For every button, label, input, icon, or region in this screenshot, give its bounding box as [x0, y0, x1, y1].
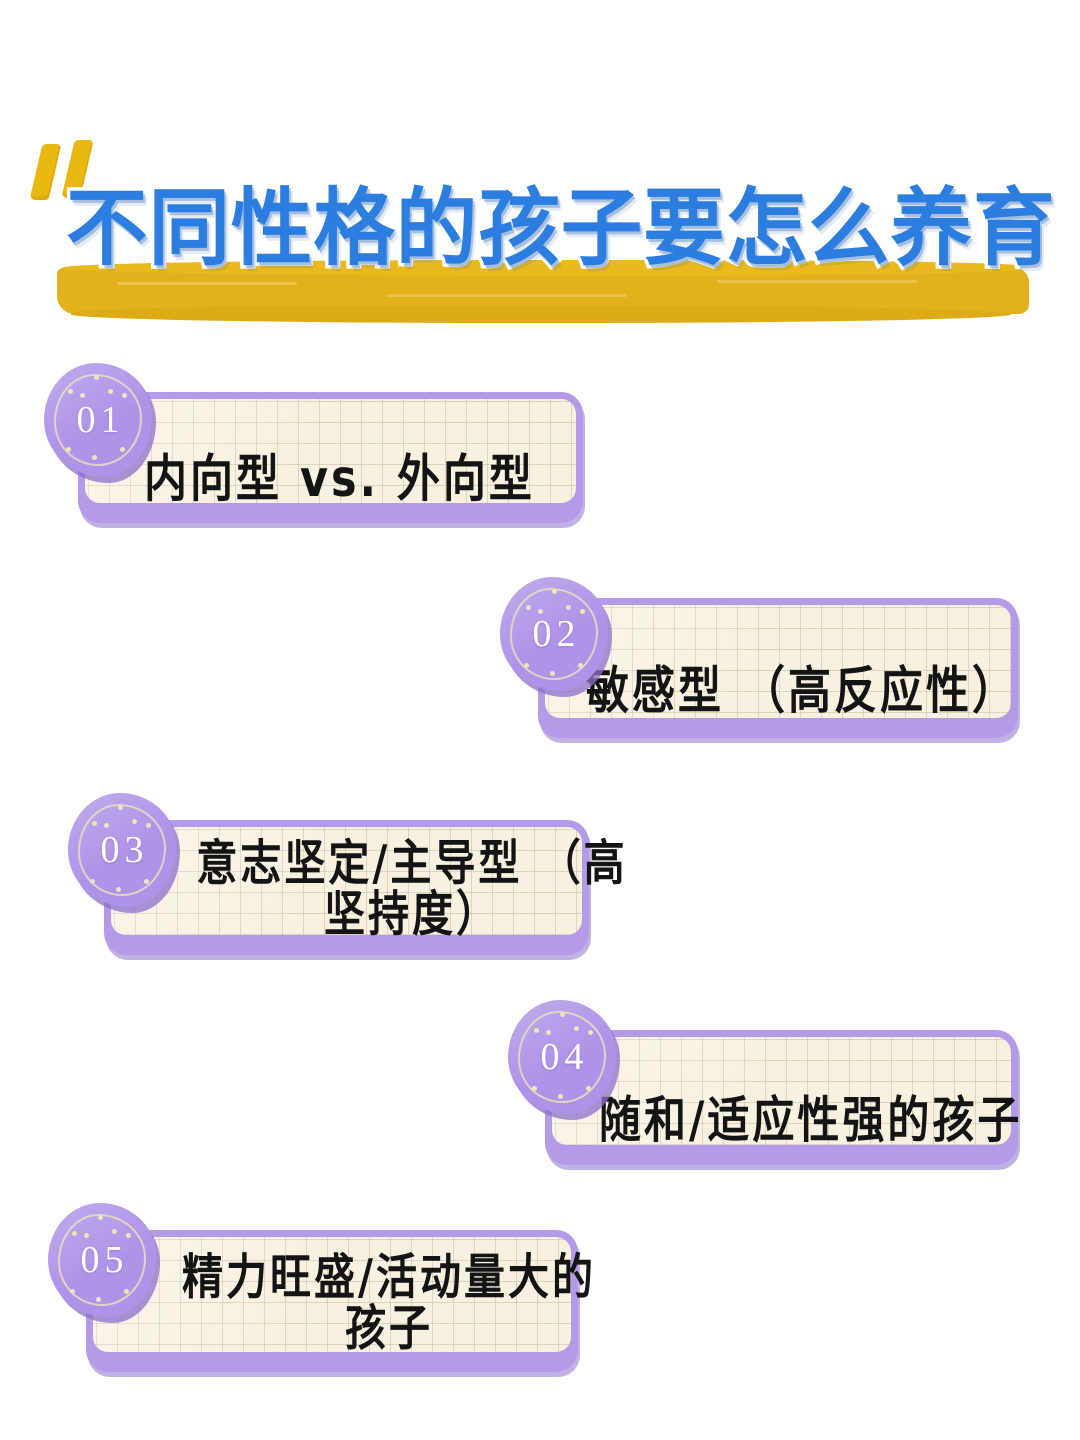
topic-badge-05-number: 05 [80, 1239, 129, 1281]
topic-badge-05: 05 [48, 1203, 156, 1317]
topic-card-04[interactable]: 随和/适应性强的孩子 [545, 1030, 1019, 1165]
topic-badge-04: 04 [508, 1000, 616, 1114]
card-grid-paper [85, 399, 576, 503]
page-title: 不同性格的孩子要怎么养育 [63, 176, 1058, 281]
topic-card-02-label: 敏感型 （高反应性） [586, 662, 1018, 722]
topic-card-03[interactable]: 意志坚定/主导型 （高 坚持度） [104, 820, 625, 955]
title-highlight-bar [57, 260, 1029, 323]
topic-badge-03: 03 [68, 793, 176, 907]
topic-badge-02-number: 02 [532, 613, 581, 655]
topic-card-01-label: 内向型 vs. 外向型 [144, 450, 535, 510]
card-grid-paper [545, 605, 1011, 718]
topic-badge-03-number: 03 [100, 829, 149, 871]
topic-card-04-label: 随和/适应性强的孩子 [599, 1091, 1023, 1149]
topic-card-05-line-1: 精力旺盛/活动量大的 [182, 1248, 596, 1306]
topic-card-05-line-2: 孩子 [345, 1299, 433, 1357]
topic-badge-01: 01 [44, 363, 152, 477]
topic-card-03-label: 意志坚定/主导型 （高 坚持度） [162, 838, 662, 940]
topic-card-05-label: 精力旺盛/活动量大的 孩子 [144, 1252, 634, 1354]
topic-badge-01-number: 01 [76, 399, 125, 441]
topic-badge-02: 02 [500, 577, 608, 691]
topic-card-05[interactable]: 精力旺盛/活动量大的 孩子 [86, 1230, 593, 1372]
topic-card-02[interactable]: 敏感型 （高反应性） [538, 598, 1018, 738]
topic-card-03-line-1: 意志坚定/主导型 （高 [196, 834, 628, 892]
card-grid-paper [552, 1037, 1011, 1145]
topic-card-01[interactable]: 内向型 vs. 外向型 [78, 392, 583, 523]
topic-card-03-line-2: 坚持度） [324, 885, 500, 943]
poster-header: 不同性格的孩子要怎么养育 [0, 0, 1080, 350]
card-grid-paper [111, 827, 582, 935]
card-grid-paper [93, 1237, 571, 1352]
topic-badge-04-number: 04 [540, 1036, 589, 1078]
